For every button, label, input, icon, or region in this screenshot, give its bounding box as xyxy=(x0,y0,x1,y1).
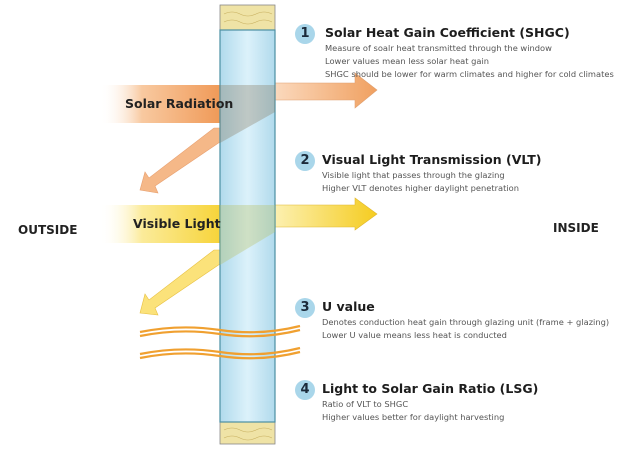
number-badge: 3 xyxy=(295,298,315,318)
visible-light-label: Visible Light xyxy=(133,216,221,231)
frame-top xyxy=(219,4,276,31)
number-badge: 1 xyxy=(295,24,315,44)
frame-bottom xyxy=(219,421,276,445)
item-line: Visible light that passes through the gl… xyxy=(322,170,505,180)
solar-reflected-arrow xyxy=(139,127,221,194)
item-line: Higher VLT denotes higher daylight penet… xyxy=(322,183,520,193)
item-line: Denotes conduction heat gain through gla… xyxy=(322,317,610,327)
light-transmitted-arrow xyxy=(274,197,378,231)
solar-radiation-label: Solar Radiation xyxy=(125,96,234,111)
outside-label: OUTSIDE xyxy=(18,223,78,237)
item-title: Light to Solar Gain Ratio (LSG) xyxy=(322,381,539,396)
item-line: Measure of soalr heat transmitted throug… xyxy=(325,43,552,53)
item-line: Lower U value means less heat is conduct… xyxy=(322,330,507,340)
inside-label: INSIDE xyxy=(553,221,599,235)
item-line: Higher values better for daylight harves… xyxy=(322,412,505,422)
light-reflected-arrow xyxy=(139,249,221,316)
item-title: Solar Heat Gain Coefficient (SHGC) xyxy=(325,25,570,40)
item-line: Ratio of VLT to SHGC xyxy=(322,399,409,409)
item-line: Lower values mean less solar heat gain xyxy=(325,56,490,66)
item-title: Visual Light Transmission (VLT) xyxy=(322,152,542,167)
number-badge: 2 xyxy=(295,151,315,171)
number-badge: 4 xyxy=(295,380,315,400)
solar-radiation-band xyxy=(100,85,220,123)
solar-transmitted-arrow xyxy=(274,72,378,109)
visible-light-band xyxy=(100,205,220,243)
item-title: U value xyxy=(322,299,375,314)
heat-waves xyxy=(139,324,301,360)
item-line: SHGC should be lower for warm climates a… xyxy=(325,69,614,79)
